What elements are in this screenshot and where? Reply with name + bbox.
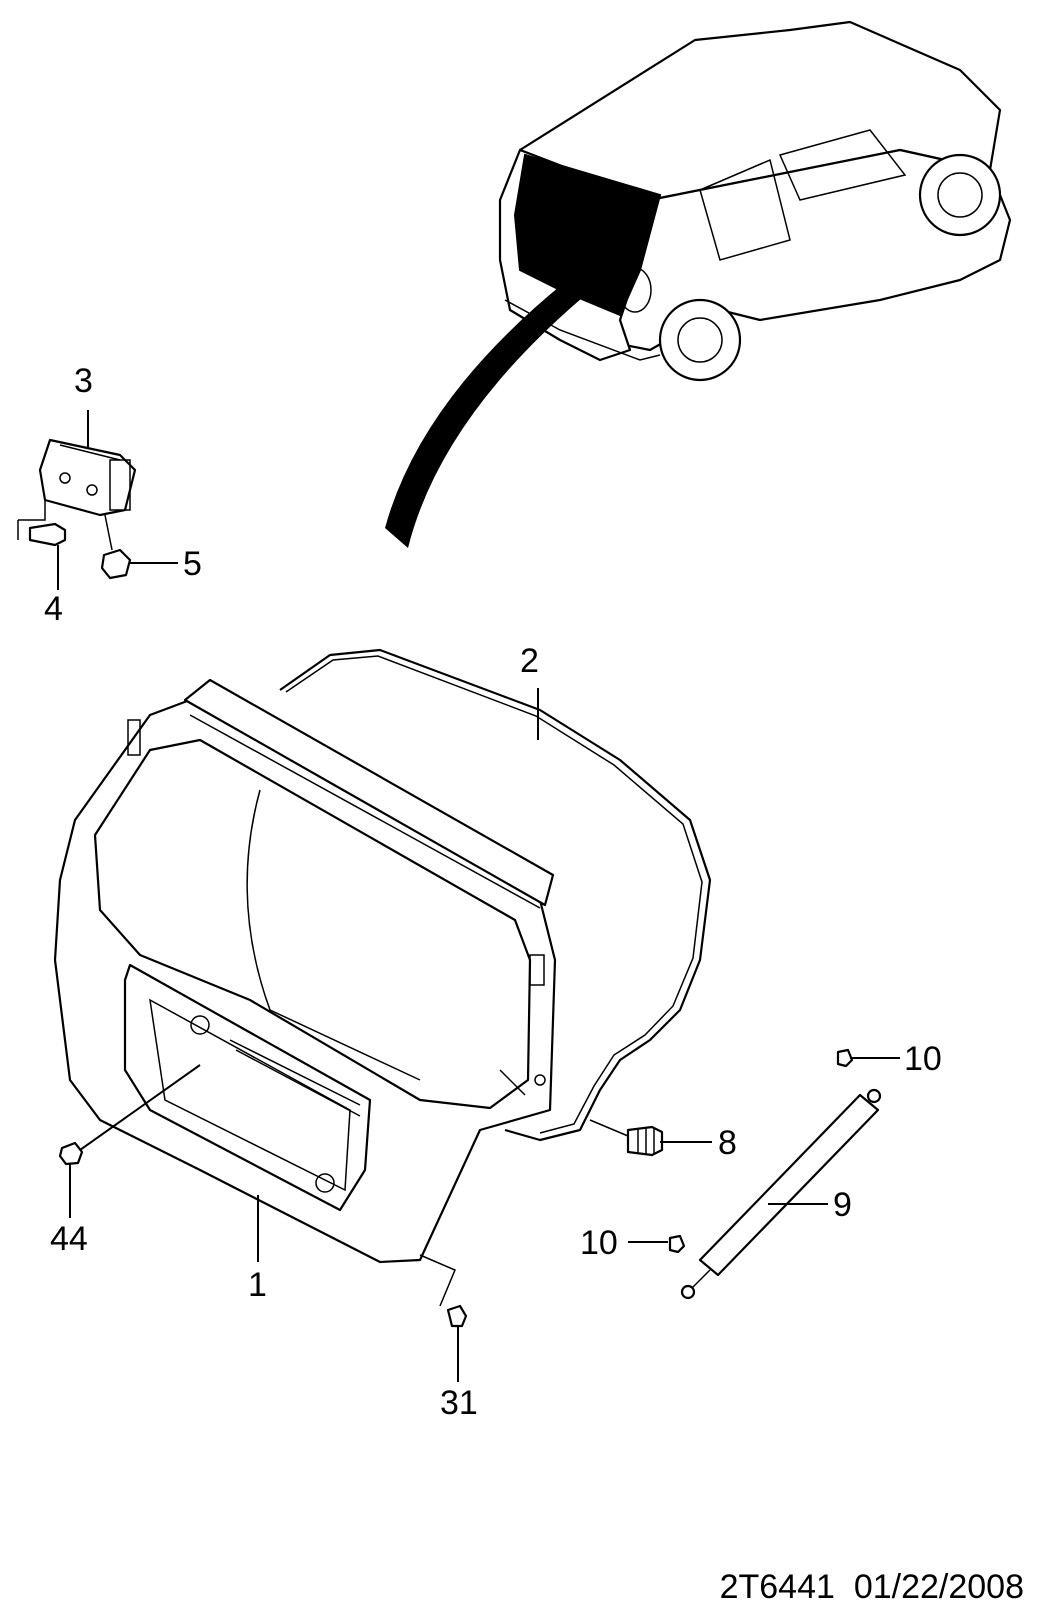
callout-5: 5: [183, 545, 202, 583]
callout-1: 1: [248, 1266, 267, 1304]
ball-stud-10-top: [836, 1048, 854, 1068]
bumper-31: [446, 1304, 468, 1328]
hinge-assembly: [17, 438, 137, 580]
callout-10-bottom: 10: [580, 1224, 618, 1262]
rear-wheel: [658, 298, 742, 382]
leader-lines: [57, 410, 900, 1382]
callout-10-top: 10: [904, 1040, 942, 1078]
stopper-8: [626, 1125, 664, 1157]
ball-stud-10-bottom: [668, 1234, 686, 1254]
diagram-footer: 2T6441 01/22/2008: [720, 1568, 1024, 1607]
callout-2: 2: [520, 642, 539, 680]
callout-31: 31: [440, 1384, 478, 1422]
vehicle-illustration: [498, 20, 1012, 382]
callout-9: 9: [833, 1186, 852, 1224]
callout-4: 4: [44, 590, 63, 628]
diagram-code: 2T6441: [719, 1568, 835, 1606]
gas-strut-9: [680, 1088, 882, 1300]
detail-pointer: [385, 282, 582, 548]
callout-3: 3: [74, 362, 93, 400]
front-wheel: [918, 153, 1002, 237]
clip-44: [58, 1141, 84, 1166]
diagram-date: 01/22/2008: [853, 1568, 1024, 1606]
tailgate-panel: [53, 678, 557, 1264]
callout-44: 44: [50, 1220, 88, 1258]
callout-8: 8: [718, 1124, 737, 1162]
